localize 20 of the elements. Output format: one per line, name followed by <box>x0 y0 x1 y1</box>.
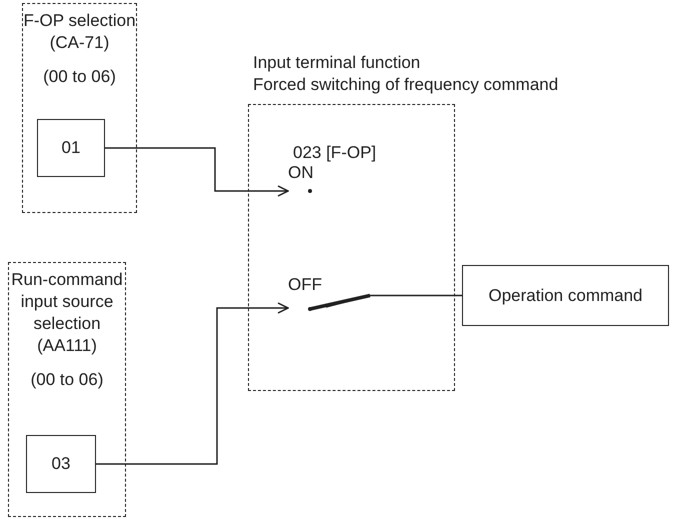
setting-box <box>26 435 96 493</box>
contact-label: ON <box>288 162 314 184</box>
arrow <box>96 302 289 465</box>
value-range: (00 to 06) <box>30 369 104 391</box>
setting-box <box>37 119 105 177</box>
box-label: Operation command <box>488 286 643 306</box>
dashed-group-box <box>8 262 126 517</box>
arrow <box>105 147 289 197</box>
block-heading: Input terminal function <box>253 52 420 74</box>
box-label: 03 <box>52 454 70 474</box>
function-code: 023 [F-OP] <box>293 142 376 164</box>
group-title: Run-command input source selection (AA111) <box>10 269 124 357</box>
box-label: 01 <box>62 138 80 158</box>
block-heading: Forced switching of frequency command <box>253 74 558 96</box>
group-title: F-OP selection (CA-71) <box>23 10 136 54</box>
dashed-group-box <box>22 3 137 213</box>
contact-label: OFF <box>288 274 323 296</box>
setting-box <box>462 265 669 326</box>
connector-line <box>326 294 462 308</box>
value-range: (00 to 06) <box>42 66 117 88</box>
